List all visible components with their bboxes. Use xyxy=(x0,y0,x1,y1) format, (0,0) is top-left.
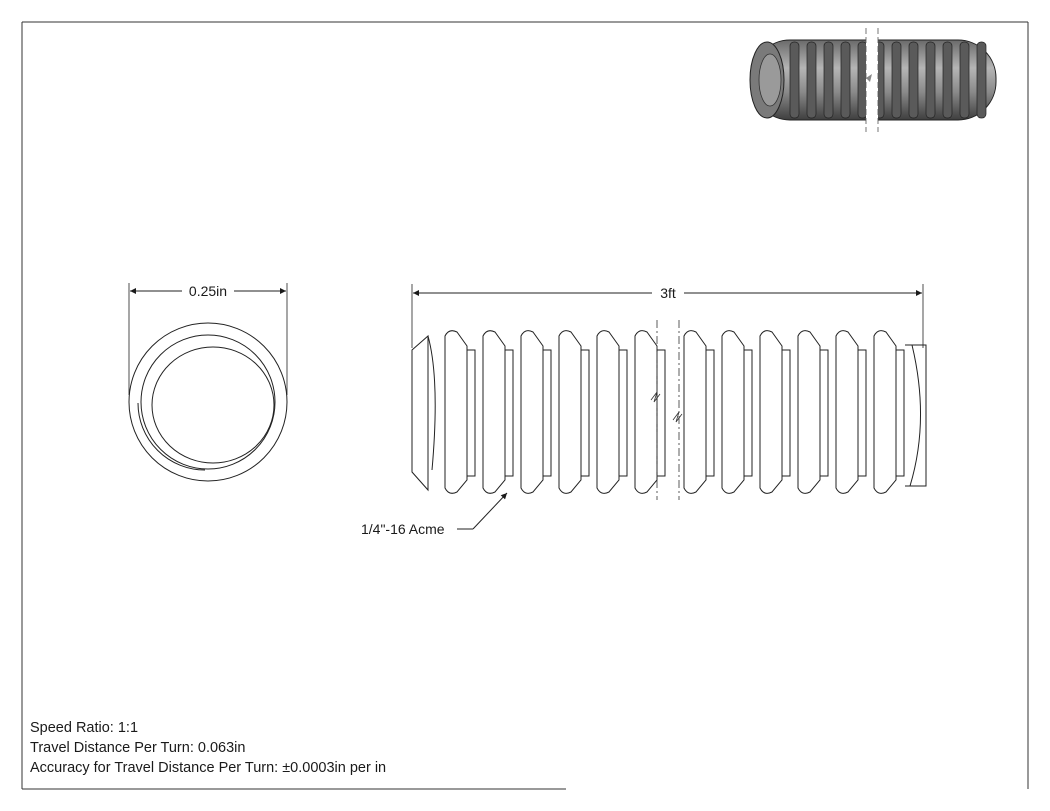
render-thread xyxy=(908,41,919,119)
thread-crest xyxy=(634,330,658,494)
thread-crest xyxy=(721,330,745,494)
thread-crest xyxy=(596,330,620,494)
thread-crest xyxy=(835,330,859,494)
accuracy-note: Accuracy for Travel Distance Per Turn: ±… xyxy=(30,760,387,776)
thread-crest xyxy=(683,330,707,494)
thread-crest xyxy=(797,330,821,494)
render-thread xyxy=(976,41,987,119)
thread-crest xyxy=(482,330,506,494)
render-thread xyxy=(891,41,902,119)
thread-crest xyxy=(873,330,897,494)
render-thread xyxy=(942,41,953,119)
render-thread xyxy=(840,41,851,119)
threaded-rod-render-icon xyxy=(749,28,997,132)
thread-profile-right xyxy=(683,330,905,494)
thread-crest xyxy=(759,330,783,494)
thread-root xyxy=(657,349,666,477)
render-threads xyxy=(789,41,987,119)
thread-root xyxy=(505,349,514,477)
spec-notes: Speed Ratio: 1:1 Travel Distance Per Tur… xyxy=(30,718,386,778)
render-thread xyxy=(857,41,868,119)
length-dimension-label: 3ft xyxy=(660,285,676,301)
thread-root xyxy=(820,349,829,477)
thread-crest xyxy=(444,330,468,494)
thread-crest xyxy=(520,330,544,494)
thread-crest xyxy=(558,330,582,494)
thread-root xyxy=(543,349,552,477)
thread-callout-label: 1/4"-16 Acme xyxy=(361,521,445,537)
thread-root xyxy=(581,349,590,477)
thread-root xyxy=(896,349,905,477)
thread-root xyxy=(782,349,791,477)
thread-root xyxy=(744,349,753,477)
speed-ratio-note: Speed Ratio: 1:1 xyxy=(30,720,139,736)
thread-root xyxy=(467,349,476,477)
render-thread xyxy=(959,41,970,119)
render-thread xyxy=(823,41,834,119)
travel-distance-note: Travel Distance Per Turn: 0.063in xyxy=(30,740,246,756)
render-thread xyxy=(806,41,817,119)
render-thread xyxy=(925,41,936,119)
border-frame xyxy=(21,21,1029,790)
thread-root xyxy=(619,349,628,477)
render-thread xyxy=(789,41,800,119)
thread-root xyxy=(858,349,867,477)
end-view: 0.25in xyxy=(128,283,288,482)
thread-root xyxy=(706,349,715,477)
side-view: 3ft 1/4"-16 Acme xyxy=(361,284,927,537)
diameter-dimension-label: 0.25in xyxy=(189,283,227,299)
thread-profile-left xyxy=(444,330,666,494)
